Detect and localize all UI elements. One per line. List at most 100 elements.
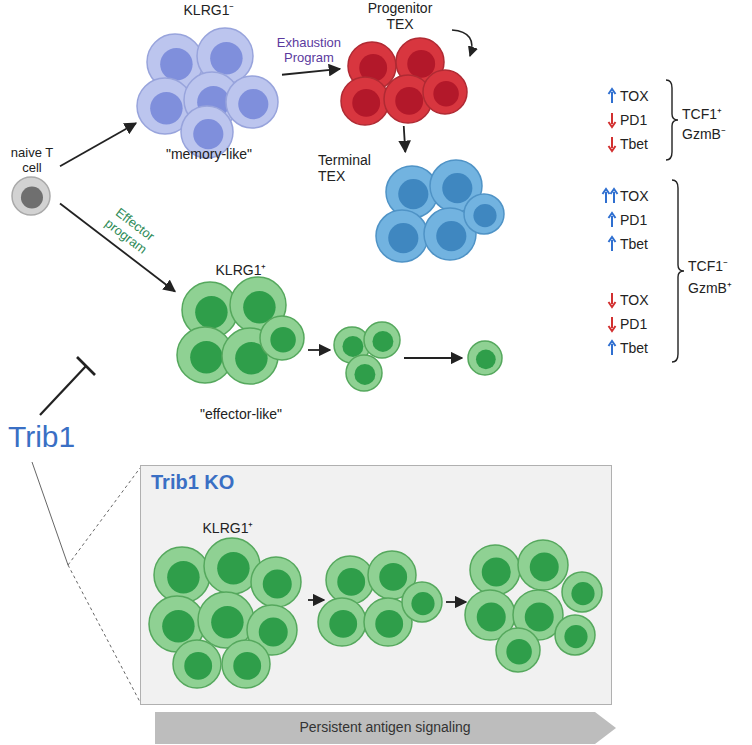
nucleus bbox=[379, 563, 407, 591]
cell bbox=[464, 194, 504, 234]
nucleus bbox=[395, 87, 423, 115]
nucleus bbox=[482, 558, 511, 587]
cell bbox=[346, 355, 382, 391]
cell bbox=[518, 540, 568, 590]
marker-label: PD1 bbox=[620, 316, 647, 332]
up-arrow bbox=[609, 341, 616, 355]
progression-arrow bbox=[308, 349, 330, 351]
nucleus bbox=[354, 364, 375, 385]
nucleus bbox=[210, 42, 242, 74]
cell bbox=[555, 615, 595, 655]
marker-label: GzmB⁺ bbox=[688, 280, 732, 296]
nucleus bbox=[442, 173, 472, 203]
up-arrow bbox=[611, 189, 618, 203]
ko-right-cluster bbox=[465, 540, 602, 672]
nucleus bbox=[564, 625, 587, 648]
terminal-cluster bbox=[376, 160, 504, 262]
nucleus bbox=[233, 652, 261, 680]
node-label: naive T cell bbox=[4, 146, 60, 176]
nucleus bbox=[167, 561, 199, 593]
nucleus bbox=[398, 179, 428, 209]
nucleus bbox=[190, 341, 222, 373]
naive-cell bbox=[12, 177, 50, 215]
nucleus bbox=[259, 618, 288, 647]
marker-label: TOX bbox=[620, 88, 649, 104]
nucleus bbox=[571, 582, 594, 605]
nucleus bbox=[352, 89, 380, 117]
ko-box-ground bbox=[140, 465, 612, 705]
nucleus bbox=[195, 296, 227, 328]
node-sublabel: "effector-like" bbox=[200, 406, 282, 422]
cell bbox=[364, 322, 400, 358]
progenitor-cluster bbox=[341, 38, 467, 125]
down-arrow bbox=[609, 317, 616, 331]
connector-arrow bbox=[282, 69, 340, 75]
nucleus bbox=[270, 327, 296, 353]
nucleus bbox=[477, 603, 506, 632]
nucleus bbox=[375, 610, 403, 638]
nucleus bbox=[530, 553, 559, 582]
marker-label: Tbet bbox=[620, 340, 648, 356]
marker-label: TOX bbox=[620, 292, 649, 308]
marker-label: PD1 bbox=[620, 212, 647, 228]
cell bbox=[470, 545, 520, 595]
cell bbox=[260, 316, 304, 360]
nucleus bbox=[184, 652, 212, 680]
node-label: Terminal TEX bbox=[318, 152, 374, 184]
cell bbox=[562, 572, 602, 612]
marker-label: Tbet bbox=[620, 136, 648, 152]
nucleus bbox=[238, 89, 268, 119]
group-box: Trib1 KOKLRG1⁺ bbox=[140, 465, 612, 705]
node-label: KLRG1⁻ bbox=[184, 2, 235, 18]
cell bbox=[226, 76, 278, 128]
down-arrow bbox=[609, 137, 616, 151]
nucleus bbox=[160, 48, 192, 80]
zoom-line bbox=[68, 468, 140, 702]
zoom-line bbox=[32, 462, 68, 565]
cell bbox=[318, 598, 366, 646]
cell-group: KLRG1⁻"memory-like" bbox=[136, 2, 282, 162]
effector-mid-cluster bbox=[334, 322, 400, 391]
cell bbox=[222, 640, 270, 688]
cell bbox=[402, 582, 442, 622]
up-arrow bbox=[609, 89, 616, 103]
marker-label: TCF1⁻ bbox=[688, 258, 728, 274]
down-arrow bbox=[609, 293, 616, 307]
nucleus bbox=[211, 606, 243, 638]
progression-arrow bbox=[446, 601, 466, 603]
nucleus bbox=[263, 570, 292, 599]
cell-group: KLRG1⁺"effector-like" bbox=[175, 262, 307, 422]
nucleus bbox=[436, 221, 466, 251]
nucleus bbox=[476, 350, 496, 370]
nucleus bbox=[193, 119, 223, 149]
brace bbox=[666, 80, 678, 160]
cell bbox=[376, 210, 428, 262]
cell bbox=[154, 547, 210, 603]
node-label: Progenitor TEX bbox=[360, 0, 440, 32]
cell-group: naive T cell bbox=[4, 146, 60, 218]
effector-small-cell bbox=[468, 341, 502, 375]
gene-label: Trib1 bbox=[8, 420, 75, 455]
progression-arrow bbox=[404, 357, 462, 359]
cell-group: Terminal TEX bbox=[318, 152, 500, 276]
cell bbox=[341, 77, 389, 125]
marker-label: GzmB⁻ bbox=[682, 126, 726, 142]
nucleus bbox=[411, 592, 434, 615]
marker-label: TOX bbox=[620, 188, 649, 204]
up-arrow bbox=[609, 237, 616, 251]
nucleus bbox=[407, 50, 435, 78]
nucleus bbox=[337, 568, 365, 596]
cell bbox=[251, 557, 301, 607]
nucleus bbox=[21, 187, 43, 209]
node-label: KLRG1⁺ bbox=[203, 520, 254, 536]
cell-group: KLRG1⁺ bbox=[152, 520, 304, 692]
self-renewal-arrow bbox=[452, 30, 472, 56]
up-arrow bbox=[603, 189, 610, 203]
ko-big-cluster bbox=[149, 538, 301, 688]
cell bbox=[423, 70, 467, 114]
signal-arrow bbox=[155, 712, 616, 744]
nucleus bbox=[342, 336, 363, 357]
cell bbox=[12, 177, 50, 215]
inhibition-line bbox=[40, 366, 86, 415]
